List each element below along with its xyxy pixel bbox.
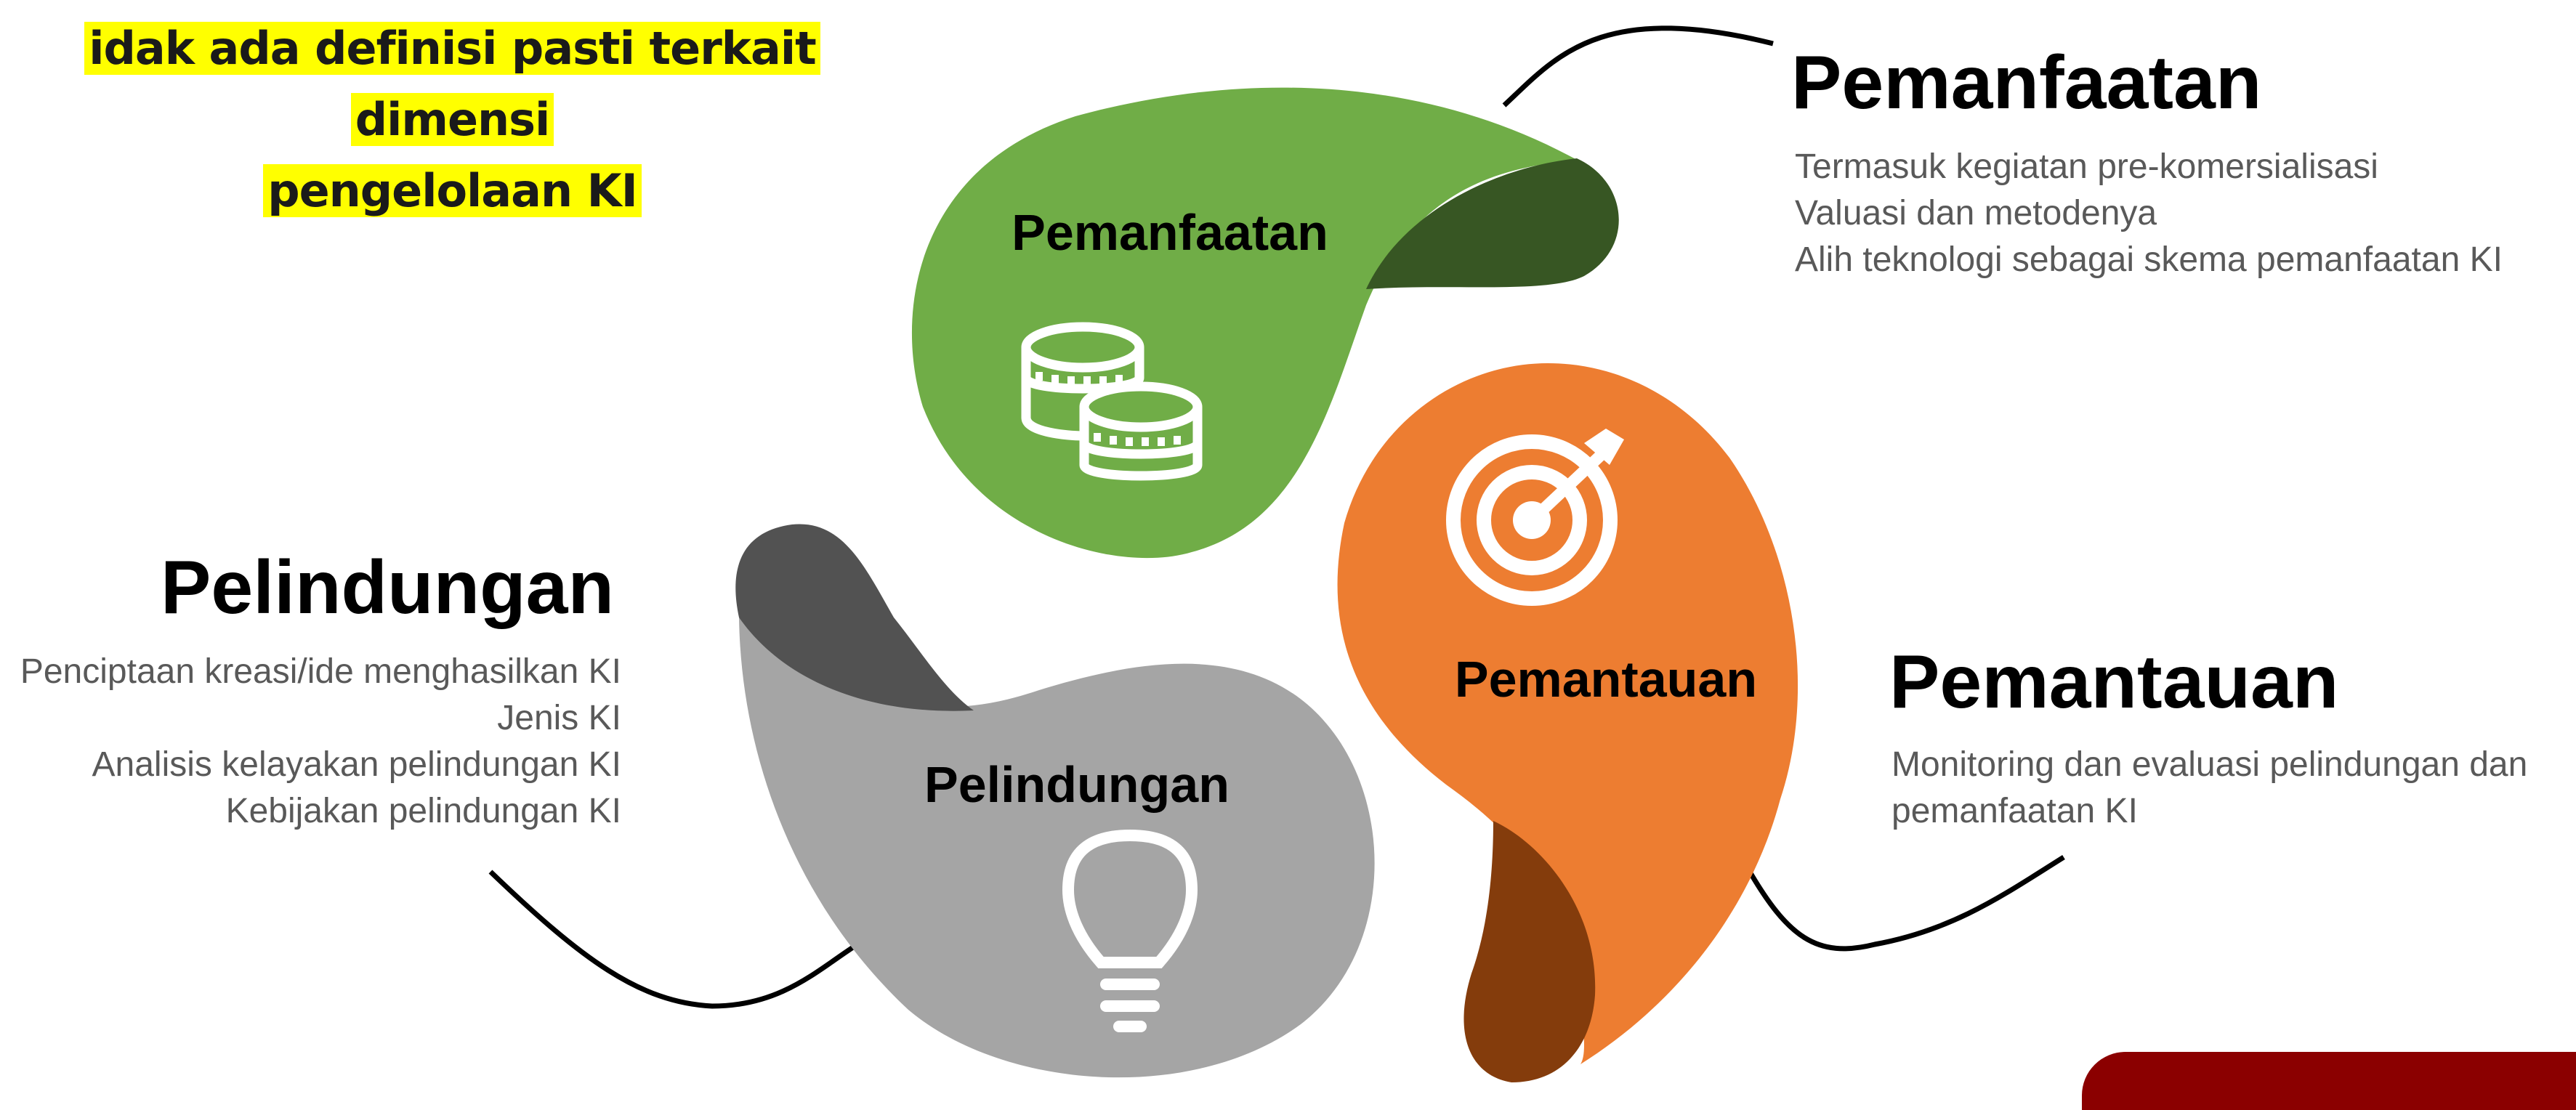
footer-accent-bar (2082, 1052, 2576, 1110)
pemantauan-title: Pemantauan (1889, 640, 2339, 724)
petal-pemanfaatan-tip (1366, 158, 1619, 289)
connector-pemantauan (1745, 855, 2065, 952)
petal-label-pemanfaatan: Pemanfaatan (1012, 204, 1328, 261)
petal-label-pemantauan: Pemantauan (1454, 651, 1758, 708)
petal-pemantauan (1337, 363, 1798, 1082)
petal-pelindungan-tip (735, 524, 974, 711)
target-icon (1446, 429, 1624, 606)
petal-pelindungan-shape (739, 617, 1375, 1078)
cycle-diagram (488, 25, 2065, 1082)
pemantauan-line: pemanfaatan KI (1891, 792, 2138, 830)
heading-line-2: pengelolaan KI (263, 164, 642, 217)
petal-label-pelindungan: Pelindungan (924, 756, 1230, 813)
connector-pemanfaatan (1502, 25, 1774, 108)
petal-pelindungan (735, 524, 1375, 1078)
heading: idak ada definisi pasti terkait dimensi … (0, 13, 905, 227)
coins-icon (1021, 322, 1203, 481)
pemanfaatan-line: Valuasi dan metodenya (1795, 194, 2157, 232)
pelindungan-line: Jenis KI (497, 699, 621, 737)
pelindungan-title: Pelindungan (161, 546, 614, 630)
pelindungan-line: Penciptaan kreasi/ide menghasilkan KI (20, 652, 621, 691)
pelindungan-line: Kebijakan pelindungan KI (225, 792, 621, 830)
lightbulb-icon (1062, 829, 1198, 1032)
pemanfaatan-line: Alih teknologi sebagai skema pemanfaatan… (1795, 240, 2503, 279)
pemantauan-list: Monitoring dan evaluasi pelindungan dan … (1891, 742, 2527, 835)
coins-dots (1035, 372, 1181, 446)
pemanfaatan-line: Termasuk kegiatan pre-komersialisasi (1795, 147, 2378, 186)
pelindungan-list: Penciptaan kreasi/ide menghasilkan KI Je… (20, 649, 621, 835)
connector-pelindungan (488, 870, 865, 1009)
pemanfaatan-list: Termasuk kegiatan pre-komersialisasi Val… (1795, 144, 2503, 283)
pemanfaatan-title: Pemanfaatan (1791, 41, 2262, 125)
petal-pemantauan-tip (1463, 821, 1596, 1082)
pemantauan-line: Monitoring dan evaluasi pelindungan dan (1891, 745, 2528, 784)
pelindungan-line: Analisis kelayakan pelindungan KI (92, 745, 621, 784)
